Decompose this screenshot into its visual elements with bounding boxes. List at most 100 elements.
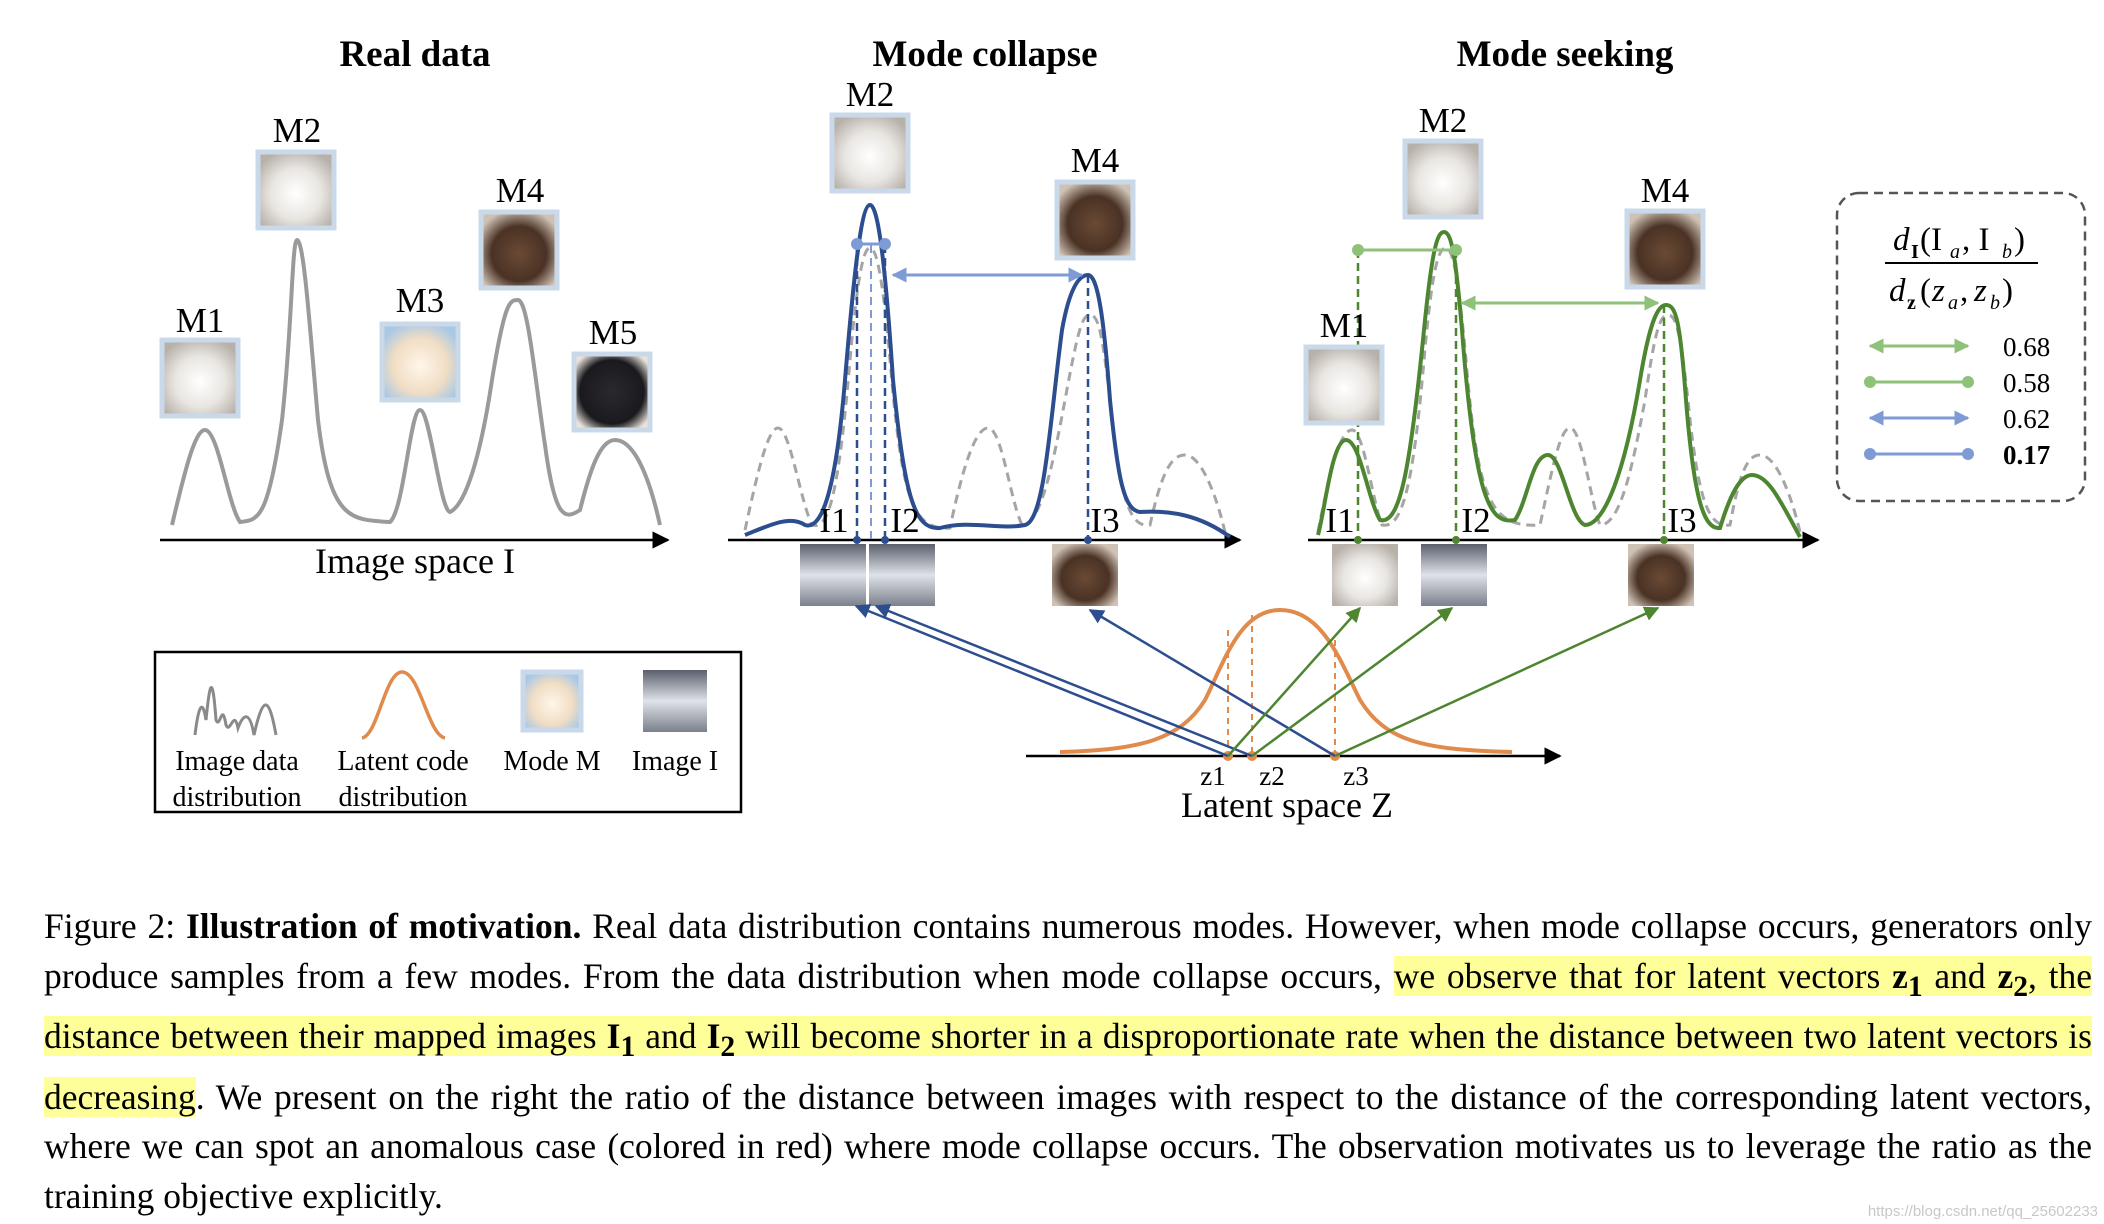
- caption-text-2: . We present on the right the ratio of t…: [44, 1076, 2092, 1216]
- svg-text:a: a: [1948, 292, 1958, 314]
- real-mode-m1: M1: [159, 301, 241, 419]
- caption-z2: z: [1997, 955, 2014, 996]
- collapse-cat-m2: [829, 112, 911, 194]
- svg-text:z: z: [1973, 273, 1987, 309]
- collapse-cat-m4: [1054, 179, 1136, 261]
- cat-image-m3: [379, 321, 461, 403]
- collapse-mode-m4: M4: [1054, 141, 1136, 261]
- seeking-image-i2: [1421, 544, 1487, 606]
- cat-image-m2: [255, 149, 337, 231]
- real-data-distribution-curve: [170, 237, 662, 526]
- figure-svg: Real data Mode collapse Mode seeking M1 …: [153, 34, 2087, 825]
- svg-text:a: a: [1950, 241, 1960, 263]
- legend-mode-icon: [520, 669, 584, 733]
- svg-text:I: I: [1911, 241, 1919, 263]
- seeking-mode-label-m2: M2: [1419, 101, 1468, 140]
- collapse-mode-m2: M2: [829, 75, 911, 194]
- legend-image-dist-line1: Image data: [175, 746, 299, 777]
- svg-text:b: b: [2002, 241, 2012, 263]
- seeking-image-label-i2: I2: [1461, 501, 1490, 540]
- svg-text:(: (: [1920, 273, 1931, 309]
- caption-i2-sub: 2: [720, 1031, 736, 1064]
- legend-box: Image data distribution Latent code dist…: [153, 650, 743, 814]
- collapse-image-label-i3: I3: [1090, 501, 1119, 540]
- seeking-cat-m2: [1402, 138, 1484, 220]
- ratio-box: d I (I a , I b ) d z ( z a , z b ) 0.68 …: [1835, 191, 2087, 503]
- seeking-image-i3: [1628, 544, 1694, 606]
- panel-title-real-data: Real data: [339, 34, 490, 75]
- legend-image-dist-line2: distribution: [172, 782, 301, 813]
- seeking-mode-m2: M2: [1402, 101, 1484, 220]
- mode-label-m5: M5: [589, 313, 638, 352]
- caption-text-1: Real data distribution contains numerous…: [44, 906, 2092, 996]
- latent-code-z1: z1: [1200, 761, 1225, 791]
- mode-label-m4: M4: [496, 171, 545, 210]
- latent-code-distribution-curve: [1059, 607, 1513, 754]
- ratio-value-1: 0.68: [2003, 332, 2050, 362]
- caption-figure-label: Figure 2:: [44, 906, 176, 946]
- collapse-image-i3: [1052, 544, 1118, 606]
- caption-i1-sub: 1: [620, 1031, 636, 1064]
- caption-hl-1: we observe that for latent vectors: [1393, 955, 1893, 996]
- collapse-image-label-i1: I1: [819, 501, 848, 540]
- svg-text:(I: (I: [1920, 222, 1942, 258]
- mode-label-m3: M3: [396, 281, 445, 320]
- seeking-mode-label-m4: M4: [1641, 171, 1690, 210]
- figure-caption: Figure 2: Illustration of motivation. Re…: [44, 902, 2093, 1221]
- seeking-distribution-curve: [1316, 229, 1802, 538]
- legend-latent-dist-line2: distribution: [338, 782, 467, 813]
- seeking-image-i1: [1332, 544, 1398, 606]
- mode-label-m1: M1: [176, 301, 225, 340]
- seeking-reference-curve: [1316, 246, 1802, 533]
- seeking-mode-m4: M4: [1624, 171, 1706, 290]
- svg-text:, I: , I: [1962, 222, 1990, 258]
- legend-image-icon: [643, 670, 707, 732]
- caption-bold-title: Illustration of motivation.: [185, 906, 582, 946]
- latent-space-label: Latent space Z: [1181, 785, 1393, 825]
- collapse-mode-label-m4: M4: [1071, 141, 1120, 180]
- collapse-image-i1: [800, 544, 866, 606]
- legend-image-i: Image I: [632, 746, 718, 777]
- figure: Real data Mode collapse Mode seeking M1 …: [153, 34, 2087, 825]
- ratio-value-2: 0.58: [2003, 368, 2050, 398]
- ratio-value-3: 0.62: [2003, 404, 2050, 434]
- image-space-label: Image space I: [315, 541, 515, 581]
- real-mode-m2: M2: [255, 111, 337, 231]
- seeking-mode-m1: M1: [1303, 306, 1385, 426]
- svg-text:z: z: [1931, 273, 1945, 309]
- cat-image-m5: [571, 351, 653, 433]
- legend-image-dist-icon: [193, 686, 278, 736]
- latent-code-z2: z2: [1259, 761, 1284, 791]
- seeking-cat-m1: [1303, 344, 1385, 426]
- caption-z1: z: [1892, 955, 1908, 996]
- cat-image-m4: [478, 209, 560, 291]
- caption-and-2: and: [635, 1016, 707, 1057]
- seeking-image-label-i1: I1: [1325, 501, 1354, 540]
- caption-and-1: and: [1922, 955, 1998, 996]
- collapse-distribution-curve: [744, 202, 1232, 539]
- collapse-image-label-i2: I2: [890, 501, 919, 540]
- latent-code-z3: z3: [1343, 761, 1368, 791]
- svg-text:b: b: [1990, 292, 2000, 314]
- collapse-reference-curve: [743, 246, 1227, 533]
- collapse-mode-label-m2: M2: [846, 75, 895, 114]
- panel-title-mode-seeking: Mode seeking: [1457, 34, 1674, 75]
- real-mode-m3: M3: [379, 281, 461, 403]
- caption-hl-2: , the distance between their mapped imag…: [44, 955, 2093, 1057]
- panel-title-mode-collapse: Mode collapse: [872, 34, 1097, 75]
- real-mode-m4: M4: [478, 171, 560, 291]
- caption-i1: I: [606, 1016, 621, 1057]
- cat-image-m1: [159, 337, 241, 419]
- caption-hl-3: will become shorter in a disproportionat…: [44, 1016, 2092, 1117]
- legend-latent-dist-icon: [361, 670, 446, 740]
- real-mode-m5: M5: [571, 313, 653, 433]
- svg-text:): ): [2014, 222, 2025, 258]
- ratio-value-anomaly: 0.17: [2003, 440, 2050, 470]
- seeking-image-label-i3: I3: [1667, 501, 1696, 540]
- svg-text:): ): [2002, 273, 2013, 309]
- mode-label-m2: M2: [273, 111, 322, 150]
- svg-text:z: z: [1907, 292, 1916, 314]
- legend-latent-dist-line1: Latent code: [337, 746, 468, 777]
- svg-text:d: d: [1889, 273, 1906, 309]
- caption-z1-sub: 1: [1907, 970, 1923, 1003]
